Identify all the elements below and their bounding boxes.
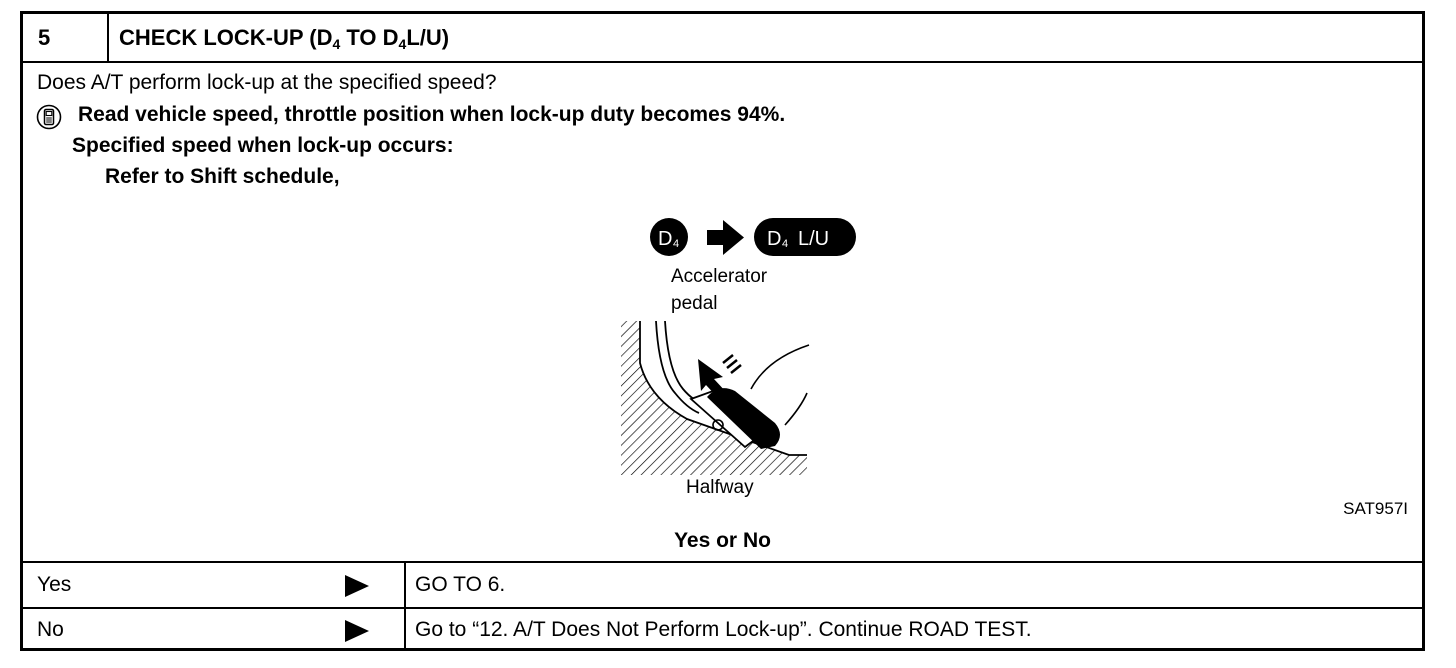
floor-hatch <box>621 321 807 475</box>
accelerator-pedal-figure: D 4 D 4 L/U <box>621 218 856 475</box>
spec-heading: Specified speed when lock-up occurs: <box>72 134 454 157</box>
spec-value: Refer to Shift schedule, <box>105 165 340 188</box>
press-arrow-icon <box>698 354 742 399</box>
d4-badge-icon: D 4 <box>650 218 688 256</box>
step-title: CHECK LOCK-UP (D4 TO D4L/U) <box>119 25 450 52</box>
consult-tool-icon <box>36 104 62 130</box>
step-header: 5 CHECK LOCK-UP (D4 TO D4L/U) <box>23 14 1422 63</box>
shift-arrow-icon <box>707 220 744 255</box>
inspection-table: 5 CHECK LOCK-UP (D4 TO D4L/U) Does A/T p… <box>20 11 1425 651</box>
answer-label: Yes <box>37 573 72 596</box>
d4-lockup-badge-icon: D 4 L/U <box>754 218 856 256</box>
pedal-label-line1: Accelerator <box>671 266 768 287</box>
read-instruction: Read vehicle speed, throttle position wh… <box>78 103 786 126</box>
halfway-label: Halfway <box>686 477 754 498</box>
step-body: Does A/T perform lock-up at the specifie… <box>23 63 1422 563</box>
question-text: Does A/T perform lock-up at the specifie… <box>37 71 497 94</box>
svg-text:4: 4 <box>673 238 679 250</box>
yes-or-no-prompt: Yes or No <box>674 529 771 552</box>
step-number: 5 <box>23 14 109 61</box>
action-text: GO TO 6. <box>415 573 506 596</box>
arrow-right-icon <box>345 575 369 597</box>
svg-text:4: 4 <box>782 238 788 250</box>
svg-text:D: D <box>658 228 672 250</box>
result-row-no: No Go to “12. A/T Does Not Perform Lock-… <box>23 609 1422 651</box>
answer-label: No <box>37 618 64 641</box>
result-row-yes: Yes GO TO 6. <box>23 563 1422 609</box>
pedal-label-line2: pedal <box>671 293 718 314</box>
svg-text:D: D <box>767 228 781 250</box>
arrow-right-icon <box>345 620 369 642</box>
figure-code: SAT957I <box>1343 499 1408 518</box>
action-text: Go to “12. A/T Does Not Perform Lock-up”… <box>415 618 1032 641</box>
svg-text:L/U: L/U <box>798 228 829 250</box>
shoe-icon <box>707 388 780 449</box>
